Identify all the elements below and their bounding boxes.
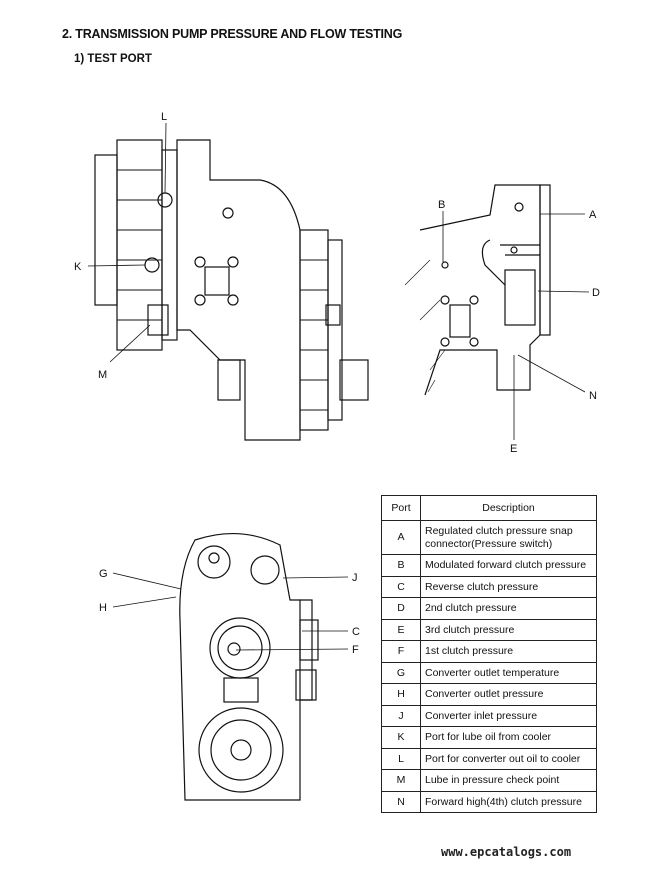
section-subtitle: 1) TEST PORT bbox=[74, 53, 152, 65]
page-title: 2. TRANSMISSION PUMP PRESSURE AND FLOW T… bbox=[62, 27, 403, 41]
description-header: Description bbox=[420, 495, 597, 521]
callout-h: H bbox=[99, 602, 107, 614]
description-cell: Port for converter out oil to cooler bbox=[420, 747, 597, 770]
port-cell: F bbox=[381, 640, 421, 663]
port-cell: L bbox=[381, 747, 421, 770]
port-header: Port bbox=[381, 495, 421, 521]
callout-m: M bbox=[98, 369, 107, 381]
callout-f: F bbox=[352, 644, 359, 656]
port-cell: J bbox=[381, 704, 421, 727]
port-cell: G bbox=[381, 661, 421, 684]
callout-b: B bbox=[438, 199, 445, 211]
description-cell: 3rd clutch pressure bbox=[420, 618, 597, 641]
description-cell: Lube in pressure check point bbox=[420, 769, 597, 792]
callout-c: C bbox=[352, 626, 360, 638]
port-cell: K bbox=[381, 726, 421, 749]
port-cell: N bbox=[381, 790, 421, 813]
description-cell: Converter inlet pressure bbox=[420, 704, 597, 727]
watermark-text: www.epcatalogs.com bbox=[441, 845, 572, 859]
table-row: A Regulated clutch pressure snap connect… bbox=[381, 520, 597, 555]
callout-j: J bbox=[352, 572, 358, 584]
description-line: connector(Pressure switch) bbox=[425, 537, 553, 550]
callout-e: E bbox=[510, 443, 517, 455]
callout-l: L bbox=[161, 111, 167, 123]
description-cell: Port for lube oil from cooler bbox=[420, 726, 597, 749]
side-view-drawing bbox=[87, 122, 369, 441]
description-line: Regulated clutch pressure snap bbox=[425, 524, 573, 537]
front-view-drawing bbox=[112, 533, 349, 801]
description-cell: 2nd clutch pressure bbox=[420, 597, 597, 620]
callout-k: K bbox=[74, 261, 82, 273]
callout-n: N bbox=[589, 390, 597, 402]
port-cell: E bbox=[381, 618, 421, 641]
port-cell: H bbox=[381, 683, 421, 706]
callout-a: A bbox=[589, 209, 597, 221]
description-cell: 1st clutch pressure bbox=[420, 640, 597, 663]
table-header-row: Port Description bbox=[381, 495, 597, 521]
callout-g: G bbox=[99, 568, 108, 580]
port-cell: M bbox=[381, 769, 421, 792]
port-cell: A bbox=[381, 520, 421, 555]
description-cell: Regulated clutch pressure snap connector… bbox=[420, 520, 597, 555]
description-cell: Modulated forward clutch pressure bbox=[420, 554, 597, 577]
description-cell: Converter outlet pressure bbox=[420, 683, 597, 706]
port-cell: B bbox=[381, 554, 421, 577]
callout-d: D bbox=[592, 287, 600, 299]
port-cell: D bbox=[381, 597, 421, 620]
description-cell: Converter outlet temperature bbox=[420, 661, 597, 684]
port-table: Port Description A Regulated clutch pres… bbox=[381, 495, 597, 813]
description-cell: Forward high(4th) clutch pressure bbox=[420, 790, 597, 813]
rear-view-drawing bbox=[404, 184, 590, 440]
port-cell: C bbox=[381, 575, 421, 598]
description-cell: Reverse clutch pressure bbox=[420, 575, 597, 598]
